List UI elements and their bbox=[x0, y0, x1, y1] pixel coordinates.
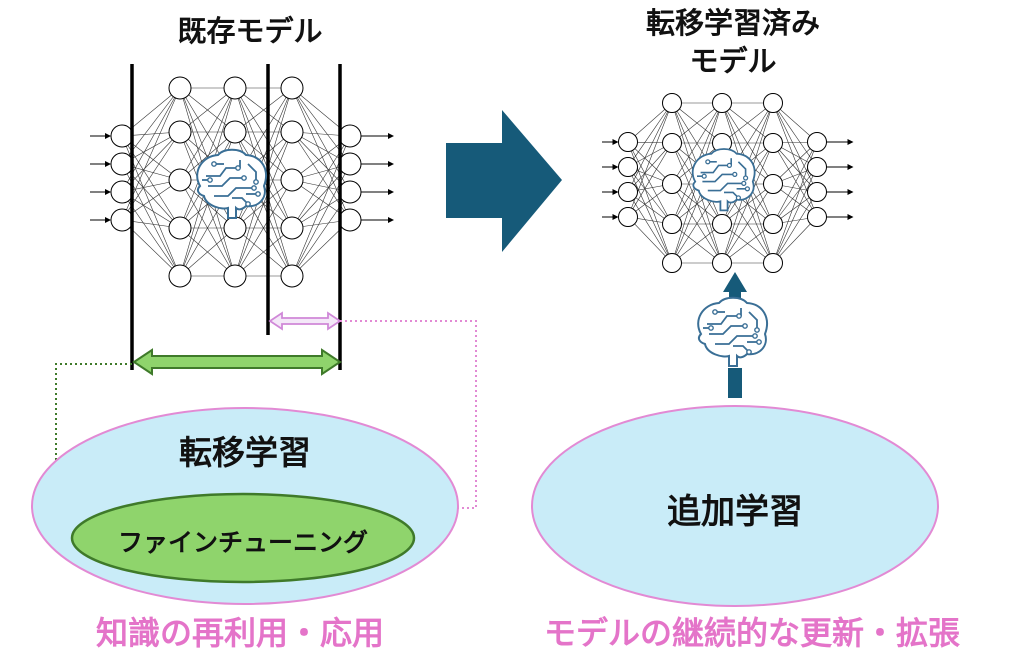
neuron-node bbox=[223, 216, 247, 240]
finetune-range-arrow bbox=[268, 311, 342, 331]
neuron-node bbox=[280, 76, 304, 100]
neuron-node bbox=[223, 120, 247, 144]
left-caption: 知識の再利用・応用 bbox=[95, 614, 384, 652]
neuron-node bbox=[168, 76, 192, 100]
connection-line bbox=[627, 142, 673, 218]
connection-line bbox=[772, 142, 818, 193]
connection-line bbox=[627, 216, 673, 264]
connection-line bbox=[234, 179, 293, 277]
transferred-model-title-line1: 転移学習済み bbox=[645, 6, 820, 40]
connection-line bbox=[627, 102, 673, 168]
connection-line bbox=[627, 166, 673, 264]
transferred-model-title-line2: モデル bbox=[689, 44, 777, 78]
connection-line bbox=[721, 102, 774, 144]
neuron-node bbox=[110, 180, 134, 204]
neuron-node bbox=[338, 208, 362, 232]
neuron-node bbox=[662, 93, 682, 113]
connection-line bbox=[772, 102, 818, 168]
brain-circuit-icon bbox=[691, 148, 756, 212]
neuron-node bbox=[223, 76, 247, 100]
transfer-learning-label: 転移学習 bbox=[179, 433, 311, 472]
right-caption: モデルの継続的な更新・拡張 bbox=[543, 614, 960, 652]
connection-line bbox=[671, 102, 723, 144]
neuron-node bbox=[763, 253, 783, 273]
connection-line bbox=[627, 141, 673, 185]
neuron-node bbox=[662, 133, 682, 153]
finetuning-label: ファインチューニング bbox=[117, 528, 368, 557]
transfer-range-arrow bbox=[132, 348, 342, 376]
neuron-node bbox=[763, 93, 783, 113]
neuron-node bbox=[712, 214, 732, 234]
existing-model-title: 既存モデル bbox=[177, 14, 323, 48]
connection-line bbox=[721, 183, 774, 225]
connection-line bbox=[627, 142, 673, 193]
neuron-node bbox=[168, 264, 192, 288]
neuron-node bbox=[223, 264, 247, 288]
connection-line bbox=[721, 183, 774, 264]
neuron-node bbox=[338, 180, 362, 204]
connection-line bbox=[627, 191, 673, 264]
additional-learning-label: 追加学習 bbox=[667, 492, 803, 532]
connection-line bbox=[179, 87, 236, 181]
neuron-node bbox=[662, 214, 682, 234]
right-arrow-icon bbox=[446, 110, 562, 252]
connection-line bbox=[179, 87, 236, 133]
connection-line bbox=[772, 102, 818, 193]
neuron-node bbox=[280, 216, 304, 240]
neuron-node bbox=[807, 157, 827, 177]
neuron-node bbox=[662, 253, 682, 273]
up-arrow-shaft bbox=[728, 368, 742, 398]
connection-line bbox=[627, 102, 673, 193]
connection-line bbox=[772, 141, 818, 225]
neuron-node bbox=[280, 264, 304, 288]
neuron-node bbox=[618, 132, 638, 152]
connection-line bbox=[772, 166, 818, 225]
additional-learning-ellipse bbox=[531, 405, 939, 607]
neuron-node bbox=[168, 216, 192, 240]
neuron-node bbox=[618, 182, 638, 202]
neuron-node bbox=[280, 120, 304, 144]
neuron-node bbox=[712, 93, 732, 113]
connection-line bbox=[772, 142, 818, 218]
neuron-node bbox=[807, 182, 827, 202]
connection-line bbox=[234, 87, 293, 133]
neuron-node bbox=[168, 120, 192, 144]
connection-line bbox=[721, 142, 774, 264]
brain-circuit-icon bbox=[196, 148, 267, 219]
neuron-node bbox=[168, 168, 192, 192]
neuron-node bbox=[338, 124, 362, 148]
neuron-node bbox=[763, 214, 783, 234]
up-arrow-icon bbox=[723, 272, 747, 305]
neuron-node bbox=[618, 207, 638, 227]
connection-line bbox=[179, 227, 236, 277]
neuron-node bbox=[618, 157, 638, 177]
connection-line bbox=[772, 191, 818, 264]
neuron-node bbox=[280, 168, 304, 192]
neuron-node bbox=[763, 133, 783, 153]
neuron-node bbox=[110, 152, 134, 176]
connection-line bbox=[671, 102, 723, 185]
neuron-node bbox=[712, 253, 732, 273]
connection-line bbox=[671, 223, 723, 264]
connection-line bbox=[721, 223, 774, 264]
connection-line bbox=[627, 141, 673, 225]
connection-line bbox=[234, 131, 293, 277]
neuron-node bbox=[662, 174, 682, 194]
neuron-node bbox=[338, 152, 362, 176]
neuron-node bbox=[807, 207, 827, 227]
connection-line bbox=[234, 227, 293, 277]
finetuning-ellipse bbox=[70, 492, 416, 584]
connection-line bbox=[772, 216, 818, 264]
neuron-node bbox=[110, 124, 134, 148]
connection-line bbox=[772, 141, 818, 185]
brain-circuit-icon bbox=[697, 296, 768, 367]
connection-line bbox=[772, 166, 818, 264]
connection-line bbox=[179, 131, 236, 181]
neuron-node bbox=[763, 174, 783, 194]
neuron-node bbox=[807, 132, 827, 152]
neuron-node bbox=[110, 208, 134, 232]
